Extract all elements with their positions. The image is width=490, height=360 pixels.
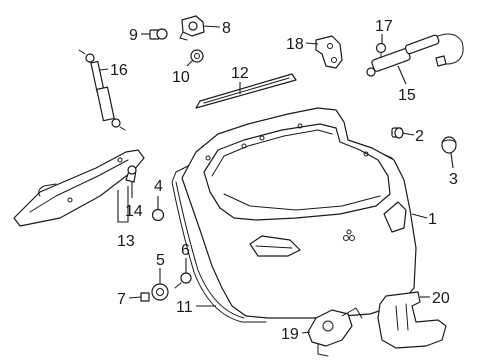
part-8-actuator [179, 15, 205, 41]
leader-7 [128, 296, 142, 299]
callout-5: 5 [156, 252, 165, 269]
callout-20: 20 [432, 290, 450, 307]
callout-6: 6 [181, 242, 190, 259]
leader-10 [186, 59, 194, 67]
part-2-bumper [391, 127, 404, 139]
leader-8 [203, 25, 221, 28]
callout-8: 8 [222, 20, 231, 37]
callout-19: 19 [281, 326, 299, 343]
callout-16: 16 [110, 62, 128, 79]
leader-1 [411, 213, 428, 219]
callout-4: 4 [154, 178, 163, 195]
callout-10: 10 [172, 69, 190, 86]
part-16-gas-strut-left [78, 49, 126, 131]
part-5-washer [151, 283, 169, 301]
part-10-clip [190, 49, 204, 63]
part-3-cap [441, 136, 457, 154]
callout-1: 1 [428, 211, 437, 228]
leader-18 [305, 42, 319, 45]
callout-11: 11 [176, 299, 193, 316]
callout-17: 17 [375, 18, 393, 35]
callout-12: 12 [231, 65, 249, 82]
part-6-screw [174, 272, 192, 289]
part-7-clip [140, 292, 150, 302]
part-20-striker-cover [377, 291, 447, 349]
part-19-latch [307, 307, 363, 357]
part-4-grommet [151, 208, 165, 222]
callout-15: 15 [398, 87, 416, 104]
part-14-pushpin [125, 165, 137, 183]
leader-15 [397, 65, 407, 85]
callout-3: 3 [449, 171, 458, 188]
callout-labels: 1 2 3 4 5 6 7 8 9 10 11 12 13 14 15 16 1… [110, 18, 458, 343]
leader-2 [401, 132, 415, 136]
callout-18: 18 [286, 36, 304, 53]
callout-7: 7 [117, 291, 126, 308]
leader-3 [450, 152, 454, 169]
part-13-trim-panel [13, 149, 145, 227]
callout-13: 13 [117, 233, 135, 250]
part-9-bolt [149, 28, 168, 40]
callout-2: 2 [415, 128, 424, 145]
leader-16 [99, 68, 109, 71]
leader-19 [301, 331, 311, 334]
callout-14: 14 [125, 203, 143, 220]
part-12-seal-strip [195, 73, 297, 109]
leader-13 [117, 186, 129, 223]
callout-9: 9 [129, 27, 138, 44]
part-18-hinge [315, 35, 343, 69]
part-1-liftgate [181, 107, 417, 319]
leader-lines [99, 25, 454, 334]
part-15-power-strut [366, 33, 464, 77]
